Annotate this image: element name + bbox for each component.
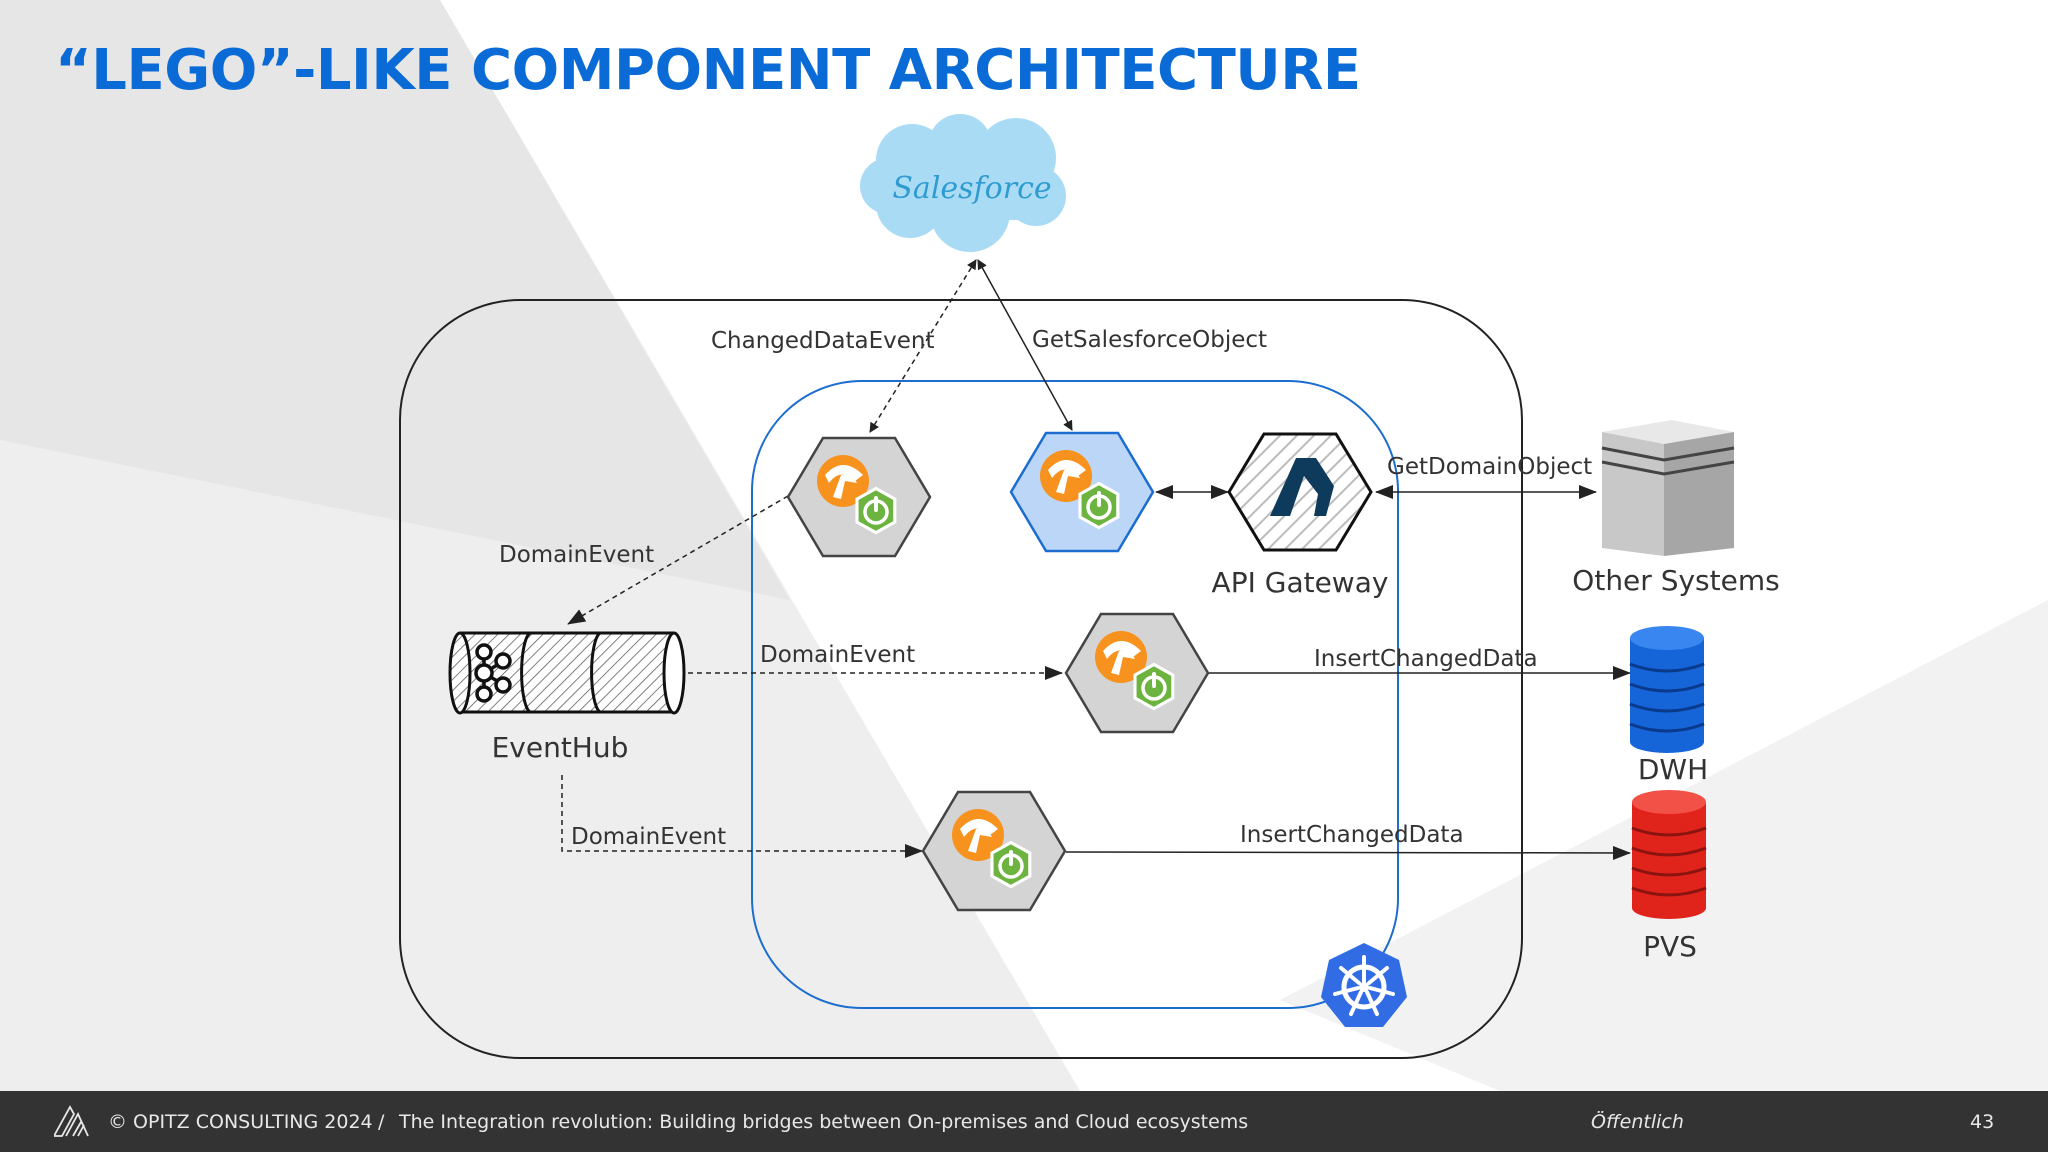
opitz-logo-icon	[54, 1105, 89, 1137]
salesforce-node: Salesforce	[860, 114, 1066, 252]
api-gateway-node: API Gateway	[1212, 432, 1389, 599]
kubernetes-helm-icon	[1321, 943, 1407, 1027]
footer: © OPITZ CONSULTING 2024 / The Integratio…	[0, 1091, 2048, 1152]
service-salesforce	[1009, 431, 1155, 553]
slide-title: “LEGO”-LIKE COMPONENT ARCHITECTURE	[55, 38, 1361, 103]
kubernetes-cluster	[751, 380, 1399, 1009]
get-salesforce-object-edge	[977, 259, 1073, 431]
pvs-label: PVS	[1643, 930, 1697, 963]
service-pvs	[921, 790, 1067, 912]
service-cdc	[786, 436, 932, 558]
other-systems-label: Other Systems	[1572, 564, 1779, 597]
dwh-node: DWH	[1629, 626, 1708, 786]
pvs-node: PVS	[1631, 790, 1707, 963]
domain-event-3-label: DomainEvent	[571, 824, 726, 850]
footer-copyright: © OPITZ CONSULTING 2024	[108, 1111, 373, 1133]
database-icon	[1629, 626, 1705, 753]
event-hub-node: EventHub	[448, 631, 686, 764]
salesforce-label: Salesforce	[892, 171, 1051, 206]
insert-changed-data-2-label: InsertChangedData	[1240, 822, 1464, 848]
page-number: 43	[1970, 1111, 1995, 1133]
api-gateway-label: API Gateway	[1212, 566, 1389, 599]
domain-event-1-label: DomainEvent	[499, 542, 654, 568]
domain-event-1-edge	[567, 495, 789, 625]
kong-gorilla-icon	[1270, 458, 1334, 516]
insert-changed-data-2-edge	[1065, 845, 1631, 860]
event-hub-label: EventHub	[492, 731, 629, 764]
footer-separator: /	[378, 1111, 385, 1133]
salesforce-cloud-icon	[860, 114, 1066, 252]
server-icon	[1601, 420, 1735, 556]
get-domain-object-label: GetDomainObject	[1387, 454, 1592, 480]
footer-talk-title: The Integration revolution: Building bri…	[399, 1111, 1249, 1133]
edges	[561, 259, 1631, 860]
footer-classification: Öffentlich	[1591, 1111, 1684, 1133]
database-icon	[1631, 790, 1707, 919]
other-systems-node: Other Systems	[1572, 420, 1780, 597]
edge-labels: ChangedDataEvent GetSalesforceObject Dom…	[499, 327, 1592, 850]
changed-data-event-edge	[869, 259, 977, 433]
dwh-label: DWH	[1638, 753, 1708, 786]
changed-data-event-label: ChangedDataEvent	[711, 328, 934, 354]
get-salesforce-object-label: GetSalesforceObject	[1032, 327, 1267, 353]
domain-event-2-label: DomainEvent	[760, 642, 915, 668]
domain-event-3-edge	[561, 775, 923, 858]
architecture-diagram: Salesforce ChangedDataEvent GetSalesforc…	[399, 114, 1780, 1059]
insert-changed-data-1-label: InsertChangedData	[1314, 646, 1538, 672]
service-dwh	[1064, 612, 1210, 734]
kafka-logo-icon	[474, 643, 512, 703]
